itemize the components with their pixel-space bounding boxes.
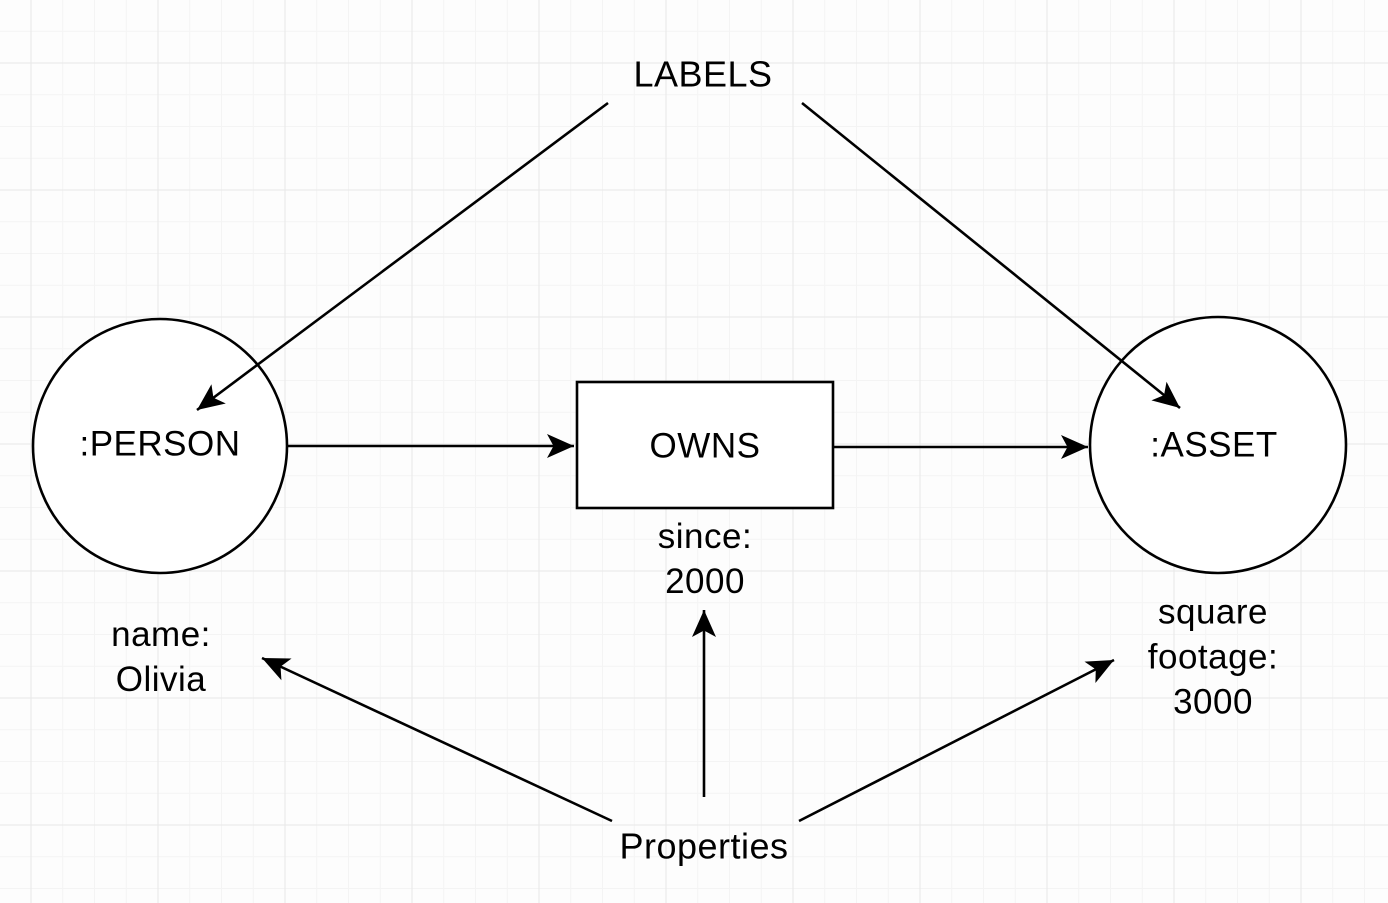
properties-to-name-arrow — [261, 656, 613, 823]
owns-relationship-box — [575, 380, 835, 510]
person-node-label: :PERSON — [79, 424, 241, 464]
labels-to-asset-arrow — [801, 101, 1181, 410]
labels-annotation: LABELS — [633, 53, 773, 95]
owns-property-text: since: 2000 — [657, 517, 753, 601]
labels-to-person-arrow — [196, 101, 609, 412]
asset-node-label: :ASSET — [1150, 425, 1278, 465]
properties-to-footage-arrow — [798, 658, 1115, 823]
owns-relationship-label: OWNS — [649, 426, 761, 466]
properties-annotation: Properties — [619, 825, 789, 867]
person-node-circle — [31, 317, 289, 575]
person-property-text: name: Olivia — [111, 615, 211, 699]
asset-property-text: square footage: 3000 — [1147, 592, 1279, 722]
asset-node-circle — [1088, 315, 1348, 575]
